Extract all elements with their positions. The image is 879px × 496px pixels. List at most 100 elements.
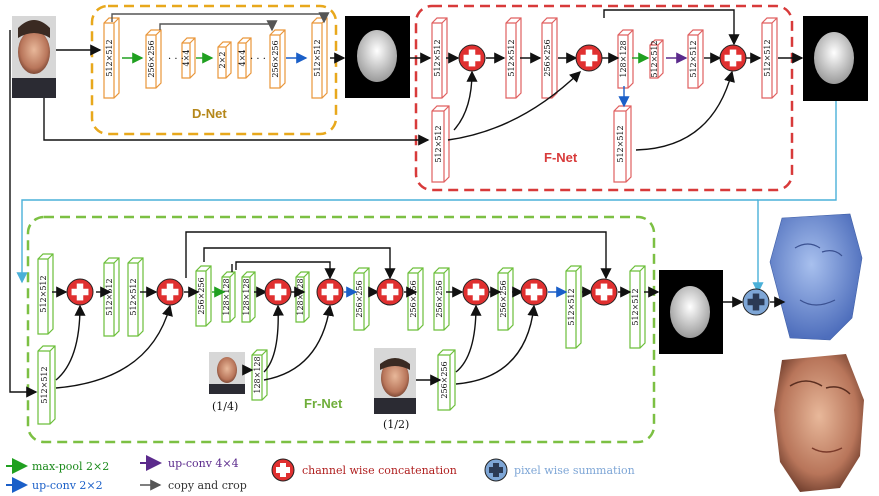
dnet-output-mask xyxy=(345,16,410,98)
concat-node-3 xyxy=(66,278,94,306)
fnet-block-3: 256×256 xyxy=(541,17,558,99)
legend-summation: pixel wise summation xyxy=(514,464,635,477)
dnet-block-1-label: 256×256 xyxy=(147,40,156,77)
face-quarter-scale xyxy=(209,352,245,394)
fnet-block-0: 512×512 xyxy=(431,17,448,99)
frnet-block-4: 256×256 xyxy=(195,265,212,327)
frnet-block-11-label: 256×256 xyxy=(435,280,444,317)
fnet-block-6-label: 512×512 xyxy=(689,40,698,77)
fnet-block-8-label: 512×512 xyxy=(763,39,772,76)
frnet-block-16-label: 128×128 xyxy=(253,356,262,393)
frnet-title: Fr-Net xyxy=(304,396,343,411)
fnet-block-1-label: 512×512 xyxy=(434,125,443,162)
fnet-block-1: 512×512 xyxy=(431,105,450,183)
legend-up-conv: up-conv 2×2 xyxy=(32,479,103,492)
frnet-block-7: 128×128 xyxy=(295,271,310,323)
legend-concat-icon xyxy=(271,458,295,482)
summation-node xyxy=(742,288,770,316)
frnet-block-2-label: 512×512 xyxy=(105,278,114,315)
frnet-block-10-label: 256×256 xyxy=(409,280,418,317)
frnet-block-7-label: 128×128 xyxy=(296,278,305,315)
scale-half-label: (1/2) xyxy=(383,418,409,431)
concat-node-4 xyxy=(156,278,184,306)
concat-node-0 xyxy=(458,44,486,72)
dnet-block-5-label: 256×256 xyxy=(271,40,280,77)
dnet-block-5: 256×256 xyxy=(269,29,286,89)
frnet-block-13: 512×512 xyxy=(565,265,582,349)
frnet-block-12: 256×256 xyxy=(497,267,514,331)
frnet-block-11: 256×256 xyxy=(433,267,450,331)
frnet-block-14-label: 512×512 xyxy=(631,288,640,325)
frnet-block-16: 128×128 xyxy=(251,349,268,401)
legend-max-pool: max-pool 2×2 xyxy=(32,460,109,473)
dnet-block-6-label: 512×512 xyxy=(313,39,322,76)
dnet-block-2-label: 4×4 xyxy=(182,50,191,67)
fnet-block-2: 512×512 xyxy=(505,17,522,99)
fnet-block-4-label: 128×128 xyxy=(619,40,628,77)
concat-node-8 xyxy=(462,278,490,306)
fnet-block-5-label: 512×512 xyxy=(650,40,659,77)
fnet-block-7: 512×512 xyxy=(613,105,632,183)
fnet-block-2-label: 512×512 xyxy=(507,39,516,76)
concat-node-1 xyxy=(575,44,603,72)
legend-up-conv-4: up-conv 4×4 xyxy=(168,457,239,470)
dnet-block-0-label: 512×512 xyxy=(105,39,114,76)
dnet-title: D-Net xyxy=(192,106,227,121)
input-face-image xyxy=(12,16,56,98)
frnet-block-14: 512×512 xyxy=(629,265,646,349)
fnet-block-4: 128×128 xyxy=(617,29,634,89)
dnet-block-3-label: 2×2 xyxy=(218,52,227,69)
frnet-block-2: 512×512 xyxy=(103,257,120,337)
dnet-block-6: 512×512 xyxy=(311,17,328,99)
frnet-block-3-label: 512×512 xyxy=(129,278,138,315)
dnet-ellipsis-1: · · · xyxy=(168,54,184,65)
frnet-block-13-label: 512×512 xyxy=(567,288,576,325)
frnet-block-1-label: 512×512 xyxy=(40,366,49,403)
fnet-block-8: 512×512 xyxy=(761,17,778,99)
fnet-block-7-label: 512×512 xyxy=(616,125,625,162)
legend-concat: channel wise concatenation xyxy=(302,464,457,477)
frnet-block-9-label: 256×256 xyxy=(355,280,364,317)
frnet-block-9: 256×256 xyxy=(353,267,370,331)
frnet-region xyxy=(26,215,656,444)
dnet-block-1: 256×256 xyxy=(145,29,162,89)
fnet-block-3-label: 256×256 xyxy=(543,39,552,76)
fnet-block-5: 512×512 xyxy=(649,39,664,79)
fnet-region xyxy=(414,4,794,192)
concat-node-6 xyxy=(316,278,344,306)
concat-node-10 xyxy=(590,278,618,306)
frnet-block-12-label: 256×256 xyxy=(499,280,508,317)
legend: max-pool 2×2 up-conv 2×2 up-conv 4×4 cop… xyxy=(6,455,635,493)
frnet-block-5: 128×128 xyxy=(221,271,236,323)
dnet-block-4: 4×4 xyxy=(237,37,252,79)
concat-node-7 xyxy=(376,278,404,306)
scale-quarter-label: (1/4) xyxy=(212,400,238,413)
frnet-block-5-label: 128×128 xyxy=(222,278,231,315)
frnet-block-6: 128×128 xyxy=(241,271,256,323)
dnet-ellipsis-2: · · · xyxy=(250,54,266,65)
fnet-title: F-Net xyxy=(544,150,578,165)
fnet-block-0-label: 512×512 xyxy=(433,39,442,76)
frnet-block-17-label: 256×256 xyxy=(440,361,449,398)
connections xyxy=(9,9,837,398)
legend-summation-icon xyxy=(484,458,508,482)
textured-3d-face xyxy=(774,354,864,492)
face-half-scale xyxy=(374,348,416,414)
dnet-block-2: 4×4 xyxy=(181,37,196,79)
concat-node-9 xyxy=(520,278,548,306)
frnet-block-0: 512×512 xyxy=(37,253,54,335)
frnet-block-1: 512×512 xyxy=(37,345,56,425)
frnet-output-mask xyxy=(659,270,723,354)
concat-node-5 xyxy=(264,278,292,306)
frnet-block-3: 512×512 xyxy=(127,257,144,337)
dnet-region xyxy=(90,4,338,136)
dnet-block-3: 2×2 xyxy=(217,41,232,79)
concat-node-2 xyxy=(719,44,747,72)
fnet-block-6: 512×512 xyxy=(687,29,704,89)
legend-copy: copy and crop xyxy=(168,479,247,492)
dnet-block-4-label: 4×4 xyxy=(238,50,247,67)
frnet-block-0-label: 512×512 xyxy=(39,275,48,312)
frnet-block-10: 256×256 xyxy=(407,267,424,331)
fnet-output-mask xyxy=(803,16,868,101)
